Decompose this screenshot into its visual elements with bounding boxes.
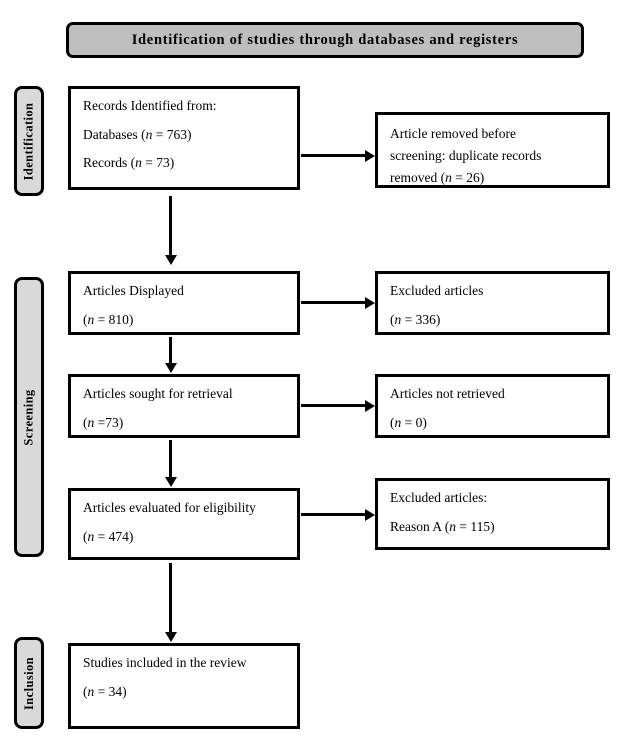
arrow-eligibility-to-included xyxy=(169,563,172,633)
box-articles-sought: Articles sought for retrieval (n =73) xyxy=(68,374,300,438)
count-value: = 34) xyxy=(94,683,127,699)
box-records-removed: Article removed before screening: duplic… xyxy=(375,112,610,188)
removed-prefix: removed ( xyxy=(390,170,446,186)
box-studies-included: Studies included in the review (n = 34) xyxy=(68,643,300,729)
phase-bar-screening: Screening xyxy=(14,277,44,557)
studies-included-count: (n = 34) xyxy=(83,683,285,699)
articles-eligibility-line1: Articles evaluated for eligibility xyxy=(83,500,256,515)
count-value: = 474) xyxy=(94,528,134,544)
box-articles-displayed: Articles Displayed (n = 810) xyxy=(68,271,300,335)
n-symbol: n xyxy=(87,414,95,430)
arrow-displayed-to-sought xyxy=(169,337,172,364)
n-symbol: n xyxy=(145,126,153,142)
articles-sought-line1: Articles sought for retrieval xyxy=(83,386,233,401)
records-removed-line2: screening: duplicate records xyxy=(390,148,542,164)
n-symbol: n xyxy=(87,528,95,544)
arrow-sought-to-eligibility xyxy=(169,440,172,478)
excluded-articles-count: (n = 336) xyxy=(390,311,595,327)
count-prefix: ( xyxy=(390,311,395,327)
n-symbol: n xyxy=(135,155,142,170)
box-records-identified: Records Identified from: Databases (n = … xyxy=(68,86,300,190)
count-prefix: ( xyxy=(83,528,88,544)
count-value: = 0) xyxy=(401,414,427,430)
articles-displayed-count: (n = 810) xyxy=(83,311,285,327)
n-symbol: n xyxy=(394,311,402,327)
n-symbol: n xyxy=(87,683,95,699)
arrow-records-to-removed xyxy=(301,154,365,157)
identification-banner: Identification of studies through databa… xyxy=(66,22,584,58)
count-prefix: ( xyxy=(83,414,88,430)
excluded-reasons-reason-a: Reason A (n = 115) xyxy=(390,518,595,534)
count-prefix: ( xyxy=(390,414,395,430)
databases-count: = 763) xyxy=(152,126,192,142)
reason-count: = 115) xyxy=(456,518,495,534)
count-value: = 810) xyxy=(94,311,134,327)
articles-not-retrieved-count: (n = 0) xyxy=(390,414,595,430)
arrow-displayed-to-excluded xyxy=(301,301,365,304)
n-symbol: n xyxy=(449,518,456,534)
records-removed-line3: removed (n = 26) xyxy=(390,169,595,187)
articles-not-retrieved-line1: Articles not retrieved xyxy=(390,386,505,401)
phase-bar-identification: Identification xyxy=(14,86,44,196)
n-symbol: n xyxy=(394,414,402,430)
banner-title: Identification of studies through databa… xyxy=(131,31,519,48)
articles-displayed-line1: Articles Displayed xyxy=(83,283,184,298)
databases-prefix: Databases ( xyxy=(83,126,146,142)
records-identified-registers: Records (n = 73) xyxy=(83,156,285,170)
arrow-sought-to-not-retrieved xyxy=(301,404,365,407)
count-value: = 336) xyxy=(401,311,441,327)
box-articles-not-retrieved: Articles not retrieved (n = 0) xyxy=(375,374,610,438)
records-removed-line1: Article removed before xyxy=(390,126,516,141)
phase-bar-inclusion: Inclusion xyxy=(14,637,44,729)
excluded-reasons-line1: Excluded articles: xyxy=(390,490,488,505)
n-symbol: n xyxy=(87,311,95,327)
records-identified-line1: Records Identified from: xyxy=(83,98,217,113)
box-articles-eligibility: Articles evaluated for eligibility (n = … xyxy=(68,488,300,560)
arrow-eligibility-to-excluded-reasons xyxy=(301,513,365,516)
records-count: = 73) xyxy=(141,155,175,170)
phase-label-inclusion: Inclusion xyxy=(21,656,36,710)
count-value: =73) xyxy=(94,414,124,430)
phase-label-identification: Identification xyxy=(21,102,36,180)
box-excluded-reasons: Excluded articles: Reason A (n = 115) xyxy=(375,478,610,550)
count-prefix: ( xyxy=(83,311,88,327)
box-excluded-articles: Excluded articles (n = 336) xyxy=(375,271,610,335)
removed-count: = 26) xyxy=(451,170,485,186)
articles-sought-count: (n =73) xyxy=(83,414,285,430)
records-prefix: Records ( xyxy=(83,155,136,170)
articles-eligibility-count: (n = 474) xyxy=(83,528,285,544)
reason-prefix: Reason A ( xyxy=(390,518,450,534)
arrow-records-to-displayed xyxy=(169,196,172,256)
n-symbol: n xyxy=(445,170,452,186)
studies-included-line1: Studies included in the review xyxy=(83,655,247,670)
count-prefix: ( xyxy=(83,683,88,699)
phase-label-screening: Screening xyxy=(21,388,36,446)
records-identified-databases: Databases (n = 763) xyxy=(83,126,285,142)
excluded-articles-line1: Excluded articles xyxy=(390,283,484,298)
